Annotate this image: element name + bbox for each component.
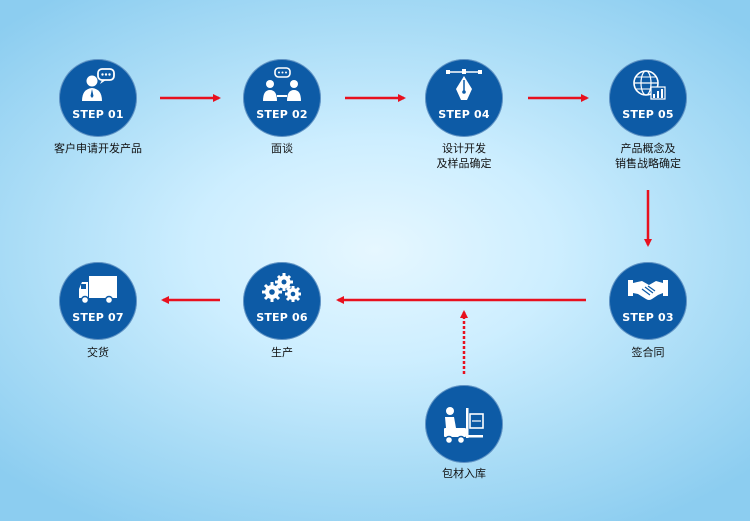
step07-label-line1: 交货: [87, 346, 109, 359]
step01-label-line1: 客户申请开发产品: [54, 142, 142, 155]
step02-badge: STEP 02: [256, 108, 308, 121]
step06-badge: STEP 06: [256, 311, 308, 324]
globe-chart-icon: [628, 67, 668, 103]
step07-node: STEP 07: [59, 262, 137, 340]
step05-label: 产品概念及 销售战略确定: [583, 141, 713, 171]
handshake-icon: [628, 270, 668, 306]
pen-tool-icon: [444, 67, 484, 103]
step04-label-line2: 及样品确定: [436, 157, 492, 170]
step05-label-line2: 销售战略确定: [615, 157, 681, 170]
step02-node: STEP 02: [243, 59, 321, 137]
step07-label: 交货: [33, 345, 163, 360]
gears-icon: [262, 270, 302, 306]
step06-label: 生产: [217, 345, 347, 360]
customer-chat-icon: [78, 67, 118, 103]
step04-node: STEP 04: [425, 59, 503, 137]
step04-badge: STEP 04: [438, 108, 490, 121]
step04-label: 设计开发 及样品确定: [399, 141, 529, 171]
step05-node: STEP 05: [609, 59, 687, 137]
step03-label: 签合同: [583, 345, 713, 360]
step01-badge: STEP 01: [72, 108, 124, 121]
step05-label-line1: 产品概念及: [620, 142, 676, 155]
step01-label: 客户申请开发产品: [33, 141, 163, 156]
meeting-icon: [262, 67, 302, 103]
packaging-label-line1: 包材入库: [442, 467, 486, 480]
packaging-node: [425, 385, 503, 463]
forklift-icon: [442, 402, 486, 446]
step03-label-line1: 签合同: [631, 346, 665, 359]
step04-label-line1: 设计开发: [442, 142, 486, 155]
step03-badge: STEP 03: [622, 311, 674, 324]
step07-badge: STEP 07: [72, 311, 124, 324]
step02-label: 面谈: [217, 141, 347, 156]
step05-badge: STEP 05: [622, 108, 674, 121]
step01-node: STEP 01: [59, 59, 137, 137]
truck-icon: [78, 270, 118, 306]
step02-label-line1: 面谈: [271, 142, 293, 155]
step06-node: STEP 06: [243, 262, 321, 340]
packaging-label: 包材入库: [399, 466, 529, 481]
step06-label-line1: 生产: [271, 346, 293, 359]
step03-node: STEP 03: [609, 262, 687, 340]
